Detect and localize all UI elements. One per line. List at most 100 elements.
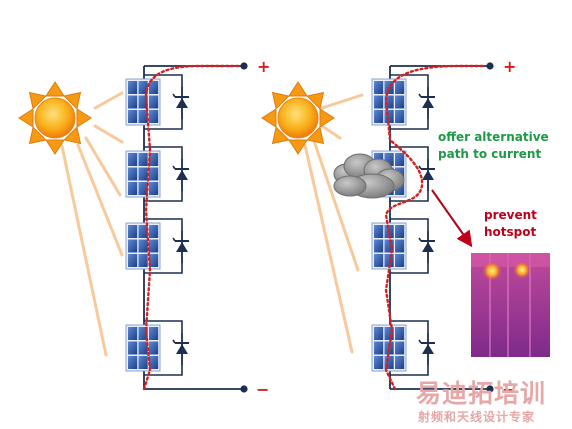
- panel-cell: [395, 153, 405, 166]
- panel-cell: [138, 182, 148, 195]
- panel-cell: [395, 356, 405, 369]
- panel-cell: [149, 81, 159, 94]
- bypass-diode: [172, 87, 189, 119]
- panel-cell: [149, 327, 159, 340]
- sun-ray: [63, 126, 82, 145]
- sun-disk: [277, 97, 319, 139]
- panel-cell: [138, 153, 148, 166]
- left-sun: [18, 81, 92, 155]
- panel-cell: [149, 167, 159, 181]
- left-current-path: [142, 64, 240, 391]
- hotspot-1: [482, 261, 502, 281]
- panel-cell: [138, 327, 148, 340]
- sun-ray: [288, 139, 308, 155]
- panel-cell: [128, 341, 138, 355]
- terminal-plus: [240, 62, 248, 70]
- light-beam: [320, 93, 364, 110]
- diode-triangle: [176, 242, 188, 252]
- cloud-puff: [333, 175, 367, 197]
- hotspot-arrow: [431, 189, 473, 248]
- diode-triangle: [176, 344, 188, 354]
- sun-ray: [63, 91, 82, 110]
- diode-bar-tail: [418, 93, 422, 98]
- left-sun-beams: [60, 91, 124, 357]
- bypass-diode: [172, 333, 189, 365]
- sun-ray: [76, 108, 92, 128]
- bypass-diode: [418, 159, 435, 191]
- panel-cell: [384, 110, 394, 123]
- panel-cell: [395, 225, 405, 238]
- sun-ray: [319, 108, 335, 128]
- panel-cell: [128, 254, 138, 267]
- panel-cell: [395, 81, 405, 94]
- panel-cell: [128, 182, 138, 195]
- cloud: [333, 153, 405, 199]
- offer-alternative-label: offer alternative path to current: [438, 129, 572, 163]
- light-beam: [320, 124, 342, 140]
- prevent-hotspot-label: prevent hotspot: [484, 207, 537, 241]
- panel-cell: [149, 153, 159, 166]
- panel-cell: [138, 356, 148, 369]
- solar-panel: [125, 324, 161, 372]
- panel-cell: [374, 81, 384, 94]
- panel-cell: [149, 95, 159, 109]
- light-beam: [76, 143, 124, 257]
- diode-triangle: [422, 98, 434, 108]
- light-beam: [311, 136, 360, 272]
- panel-cell: [384, 327, 394, 340]
- bypass-diode: [418, 231, 435, 263]
- panel-cell: [149, 225, 159, 238]
- diode-bar-tail: [172, 93, 176, 98]
- sun-ray: [271, 126, 290, 145]
- panel-cell: [149, 254, 159, 267]
- panel-cell: [374, 95, 384, 109]
- panel-cell: [149, 110, 159, 123]
- panel-cell: [149, 239, 159, 253]
- panel-cell: [138, 110, 148, 123]
- panel-cell: [138, 81, 148, 94]
- diode-triangle: [422, 170, 434, 180]
- offer-line-2: path to current: [438, 147, 542, 161]
- sun-disk: [34, 97, 76, 139]
- panel-cell: [128, 153, 138, 166]
- light-beam: [93, 91, 124, 110]
- panel-cell: [384, 254, 394, 267]
- sun-ray: [261, 108, 277, 128]
- panel-cell: [374, 356, 384, 369]
- right-sun: [261, 81, 335, 155]
- sun-ray: [288, 81, 308, 97]
- diode-bar-tail: [418, 339, 422, 344]
- bypass-diode: [418, 87, 435, 119]
- panel-cell: [384, 356, 394, 369]
- left-string: +−: [143, 57, 270, 399]
- panel-cell: [138, 239, 148, 253]
- light-beam: [84, 136, 122, 197]
- panel-cell: [374, 110, 384, 123]
- diode-triangle: [422, 344, 434, 354]
- light-beam: [303, 143, 354, 354]
- panel-cell: [384, 341, 394, 355]
- sun-ray: [28, 126, 47, 145]
- sun-ray: [271, 91, 290, 110]
- panel-cell: [384, 239, 394, 253]
- solar-panel: [125, 78, 161, 126]
- watermark-title: 易迪拓培训: [416, 379, 547, 408]
- panel-cell: [395, 110, 405, 123]
- bypass-diode: [418, 333, 435, 365]
- diode-bar-tail: [172, 165, 176, 170]
- panel-cell: [138, 167, 148, 181]
- panel-cell: [374, 341, 384, 355]
- diode-triangle: [176, 98, 188, 108]
- panel-cell: [149, 182, 159, 195]
- panel-cell: [395, 341, 405, 355]
- panel-cell: [128, 81, 138, 94]
- panel-cell: [374, 225, 384, 238]
- solar-panel: [371, 324, 407, 372]
- minus-sign: −: [502, 380, 515, 399]
- panel-cell: [395, 254, 405, 267]
- panel-cell: [374, 327, 384, 340]
- panel-cell: [128, 356, 138, 369]
- solar-panel: [371, 78, 407, 126]
- panel-cell: [128, 327, 138, 340]
